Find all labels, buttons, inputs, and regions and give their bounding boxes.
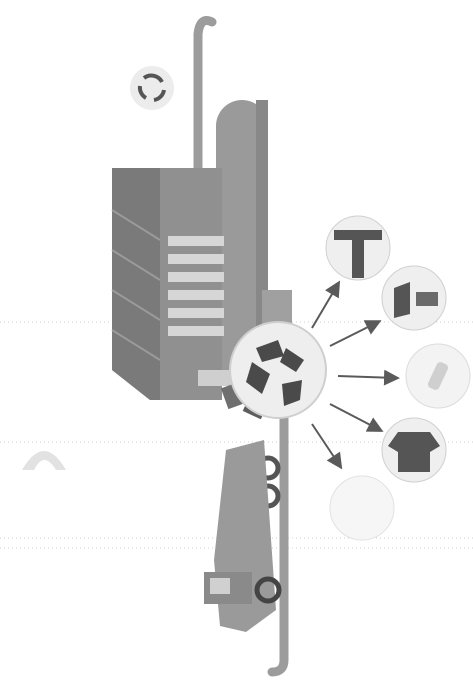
ghost-shape [22,451,66,470]
center-recycling-circle [229,321,327,419]
panel-tile-icon [394,282,438,318]
truck-icon [204,440,282,632]
empty-circle-icon [329,475,395,541]
output-clothing [381,417,447,483]
conveyor-pipe [267,385,289,677]
output-hammer [325,215,391,281]
factory-building-icon [111,168,238,400]
hammer-icon [334,230,382,278]
chimney-pipe [193,16,217,205]
output-bottle [405,343,471,409]
recycle-symbol-icon [246,340,304,406]
output-arrows [311,280,400,470]
shirt-icon [388,432,440,472]
output-empty [329,475,395,541]
bottle-icon [427,362,449,390]
output-panel [381,265,447,331]
recycle-icon [130,66,174,110]
silo [216,100,268,380]
